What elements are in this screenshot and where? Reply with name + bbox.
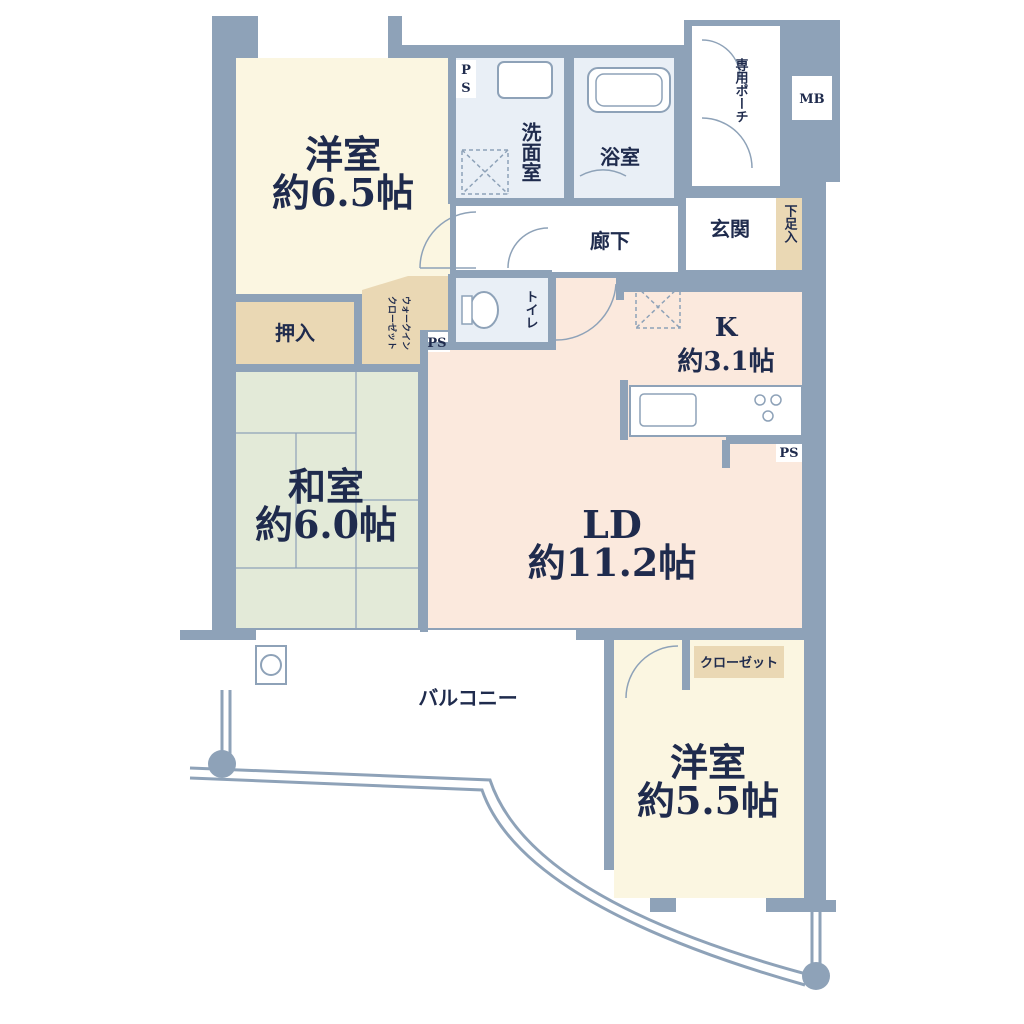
porch-floor <box>692 26 780 186</box>
japanese-room-size: 約6.0帖 <box>255 502 397 547</box>
western-room-2-name: 洋室 <box>670 740 746 785</box>
walk-in-closet-label-2: クローゼット <box>386 296 398 350</box>
closet-floor <box>694 646 784 678</box>
kitchen-name: K <box>715 313 739 343</box>
ld-name: LD <box>582 502 642 547</box>
balcony-post-right <box>802 962 830 990</box>
balcony-window <box>256 630 576 640</box>
mb-box <box>792 76 832 120</box>
ldk-floor <box>428 278 802 628</box>
toilet-label: トイレ <box>523 290 539 329</box>
outdoor-unit <box>255 645 287 685</box>
western-room-1-name: 洋室 <box>305 132 381 177</box>
washing-machine <box>461 149 509 195</box>
ld-size: 約11.2帖 <box>528 540 697 585</box>
shoe-box-floor <box>776 198 802 270</box>
entrance-floor <box>684 198 776 270</box>
ps-label-left: PS <box>427 336 446 351</box>
ps-label-top-p: P <box>461 63 471 78</box>
corridor-floor <box>456 206 678 272</box>
interior-walls <box>232 20 806 870</box>
western-room-1-floor <box>236 58 450 296</box>
porch-label: 専用ポーチ <box>733 57 750 123</box>
balcony-label: バルコニー <box>418 686 518 710</box>
toilet-fixture <box>461 291 499 329</box>
oshiire-floor <box>236 302 354 364</box>
western-room-2-floor <box>614 640 804 898</box>
balcony-post-left <box>208 750 236 778</box>
japanese-room-name: 和室 <box>288 464 364 509</box>
entrance-label: 玄関 <box>710 217 750 241</box>
shoe-box-label: 下足入 <box>782 204 798 243</box>
tatami-grid <box>236 372 418 628</box>
corridor-label: 廊下 <box>590 229 630 253</box>
western-room-1-size: 約6.5帖 <box>272 170 414 215</box>
door-swings <box>419 39 753 699</box>
washroom-label: 洗面室 <box>518 122 542 182</box>
walk-in-closet-label-1: ウォークイン <box>400 296 411 350</box>
kitchen-size: 約3.1帖 <box>677 346 774 377</box>
walk-in-closet-floor <box>362 276 448 364</box>
ps-box-kitchen <box>776 442 802 462</box>
ps-label-top-s: S <box>461 81 470 96</box>
ps-box-top <box>456 60 476 98</box>
room2-window <box>676 898 766 912</box>
bathroom-label: 浴室 <box>600 145 640 169</box>
western-room-2-size: 約5.5帖 <box>637 778 779 823</box>
room1-window <box>258 16 388 58</box>
oshiire-label: 押入 <box>275 321 315 345</box>
washbasin <box>497 61 553 99</box>
kitchen-counter <box>629 385 803 437</box>
bathtub <box>587 67 671 113</box>
closet-label: クローゼット <box>700 655 778 671</box>
mb-label: MB <box>799 92 824 107</box>
ps-label-kitchen: PS <box>779 446 798 461</box>
